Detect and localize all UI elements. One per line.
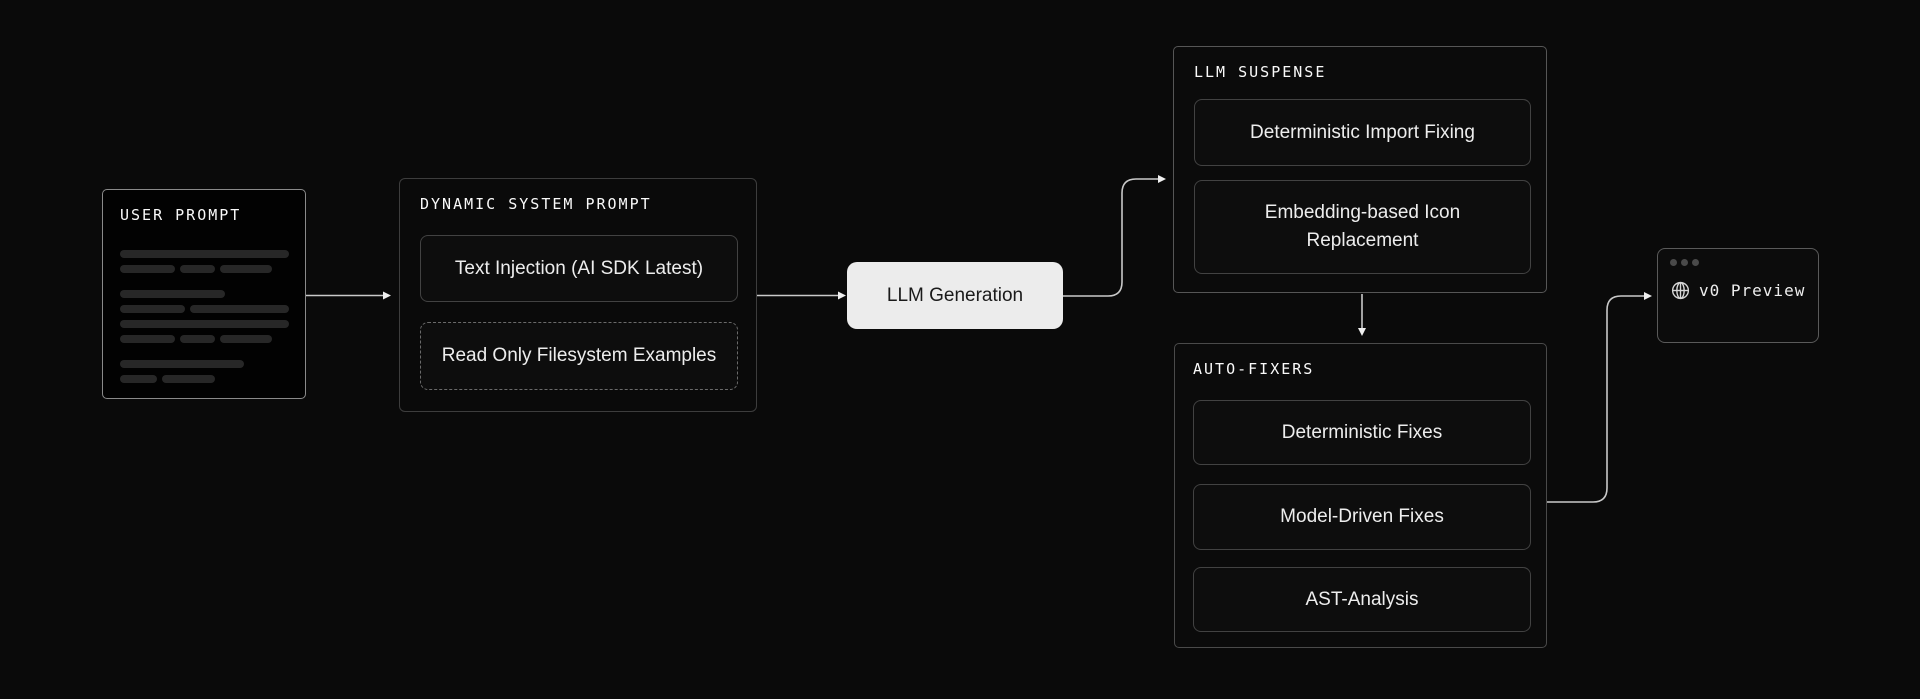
llm-suspense-title: LLM SUSPENSE: [1194, 63, 1327, 81]
skeleton-bar: [180, 265, 215, 273]
skeleton-bar: [180, 335, 215, 343]
skeleton-bar: [190, 305, 289, 313]
dynamic-system-prompt-node: DYNAMIC SYSTEM PROMPT Text Injection (AI…: [399, 178, 757, 412]
llm-suspense-node: LLM SUSPENSE Deterministic Import Fixing…: [1173, 46, 1547, 293]
edge-auto-fixers-to-v0-preview: [1547, 292, 1652, 503]
user-prompt-node: USER PROMPT: [102, 189, 306, 399]
skeleton-bar: [120, 375, 157, 383]
skeleton-bar: [162, 375, 215, 383]
v0-preview-label: v0 Preview: [1699, 281, 1806, 300]
skeleton-bar: [120, 335, 175, 343]
auto-fixers-title: AUTO-FIXERS: [1193, 360, 1315, 378]
read-only-filesystem-examples-item: Read Only Filesystem Examples: [420, 322, 738, 390]
window-dot-icon: [1681, 259, 1688, 266]
user-prompt-title: USER PROMPT: [120, 206, 242, 224]
llm-generation-node: LLM Generation: [847, 262, 1063, 329]
skeleton-bar: [120, 290, 225, 298]
window-dot-icon: [1670, 259, 1677, 266]
globe-icon: [1670, 280, 1691, 301]
ast-analysis-item: AST-Analysis: [1193, 567, 1531, 632]
window-dot-icon: [1692, 259, 1699, 266]
prompt-text-skeleton: [120, 250, 289, 383]
v0-preview-node: v0 Preview: [1657, 248, 1819, 343]
skeleton-bar: [220, 265, 272, 273]
model-driven-fixes-item: Model-Driven Fixes: [1193, 484, 1531, 550]
skeleton-bar: [120, 305, 186, 313]
text-injection-item: Text Injection (AI SDK Latest): [420, 235, 738, 302]
auto-fixers-node: AUTO-FIXERS Deterministic Fixes Model-Dr…: [1174, 343, 1547, 648]
skeleton-bar: [120, 360, 244, 368]
skeleton-bar: [120, 250, 289, 258]
skeleton-bar: [220, 335, 272, 343]
skeleton-bar: [120, 320, 289, 328]
edge-llm-generation-to-llm-suspense: [1063, 175, 1166, 297]
skeleton-bar: [120, 265, 175, 273]
embedding-based-icon-replacement-item: Embedding-based Icon Replacement: [1194, 180, 1531, 274]
window-control-dots: [1670, 259, 1806, 266]
deterministic-import-fixing-item: Deterministic Import Fixing: [1194, 99, 1531, 166]
dynamic-system-prompt-title: DYNAMIC SYSTEM PROMPT: [420, 195, 652, 213]
deterministic-fixes-item: Deterministic Fixes: [1193, 400, 1531, 465]
